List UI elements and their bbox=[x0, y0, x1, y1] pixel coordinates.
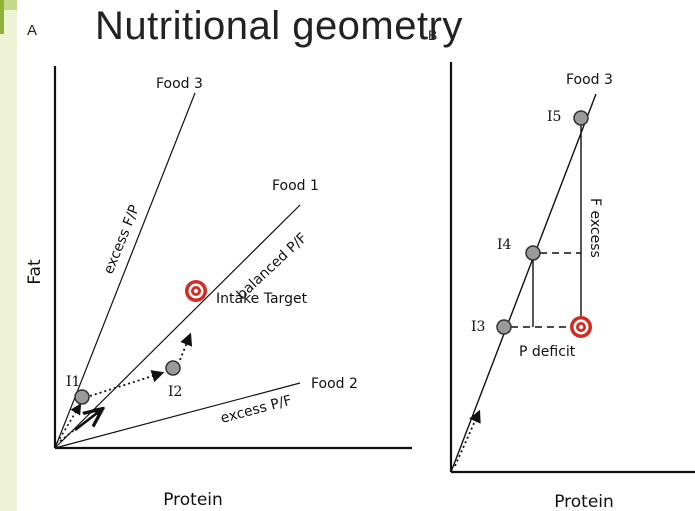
slide-title: Nutritional geometry bbox=[95, 4, 463, 48]
dotted-arrow-to-i1 bbox=[56, 403, 82, 444]
panel-a-letter: A bbox=[27, 22, 38, 39]
food3-rail-b bbox=[450, 93, 597, 473]
dotted-arrow-i1-to-food1 bbox=[89, 370, 165, 397]
dotted-arrow-b bbox=[454, 409, 481, 467]
panel-b-letter: B bbox=[428, 27, 438, 43]
intake-target-icon bbox=[185, 280, 207, 302]
food1-label: Food 1 bbox=[272, 178, 319, 194]
intake-target-label: Intake Target bbox=[216, 291, 308, 307]
i3-label: I3 bbox=[471, 319, 485, 335]
slide-edge-decoration bbox=[0, 0, 17, 511]
intake-target-icon-b bbox=[570, 316, 592, 338]
slide-accent-bar-light bbox=[4, 0, 17, 10]
i5-label: I5 bbox=[547, 109, 561, 125]
i2-label: I2 bbox=[168, 384, 182, 400]
food3-label: Food 3 bbox=[156, 76, 203, 92]
excess-pf-label: excess P/F bbox=[219, 393, 294, 427]
point-i4 bbox=[525, 245, 541, 261]
panel-b-x-axis-title: Protein bbox=[554, 492, 614, 511]
point-i5 bbox=[573, 110, 589, 126]
point-i2 bbox=[165, 360, 181, 376]
food3-rail bbox=[54, 92, 196, 449]
panel-a-y-axis-title: Fat bbox=[25, 259, 45, 285]
solid-arrow-balanced bbox=[74, 410, 101, 432]
panel-a-x-axis-title: Protein bbox=[163, 490, 223, 510]
i4-label: I4 bbox=[497, 237, 512, 253]
panel-b: Food 3 I5 I4 I3 F excess P deficit Prote… bbox=[449, 62, 695, 511]
slide-accent-bar bbox=[0, 0, 4, 34]
point-i1 bbox=[74, 389, 90, 405]
food3-label-b: Food 3 bbox=[566, 72, 613, 88]
panel-a: Food 3 Food 1 Food 2 excess F/P balanced… bbox=[25, 66, 412, 510]
dotted-arrow-i2-to-target bbox=[179, 332, 193, 361]
i1-label: I1 bbox=[66, 374, 80, 390]
protein-deficit-label: P deficit bbox=[519, 344, 576, 360]
point-i3 bbox=[496, 319, 512, 335]
food2-rail bbox=[54, 382, 301, 449]
food2-label: Food 2 bbox=[311, 376, 358, 392]
fat-excess-label: F excess bbox=[587, 198, 603, 258]
